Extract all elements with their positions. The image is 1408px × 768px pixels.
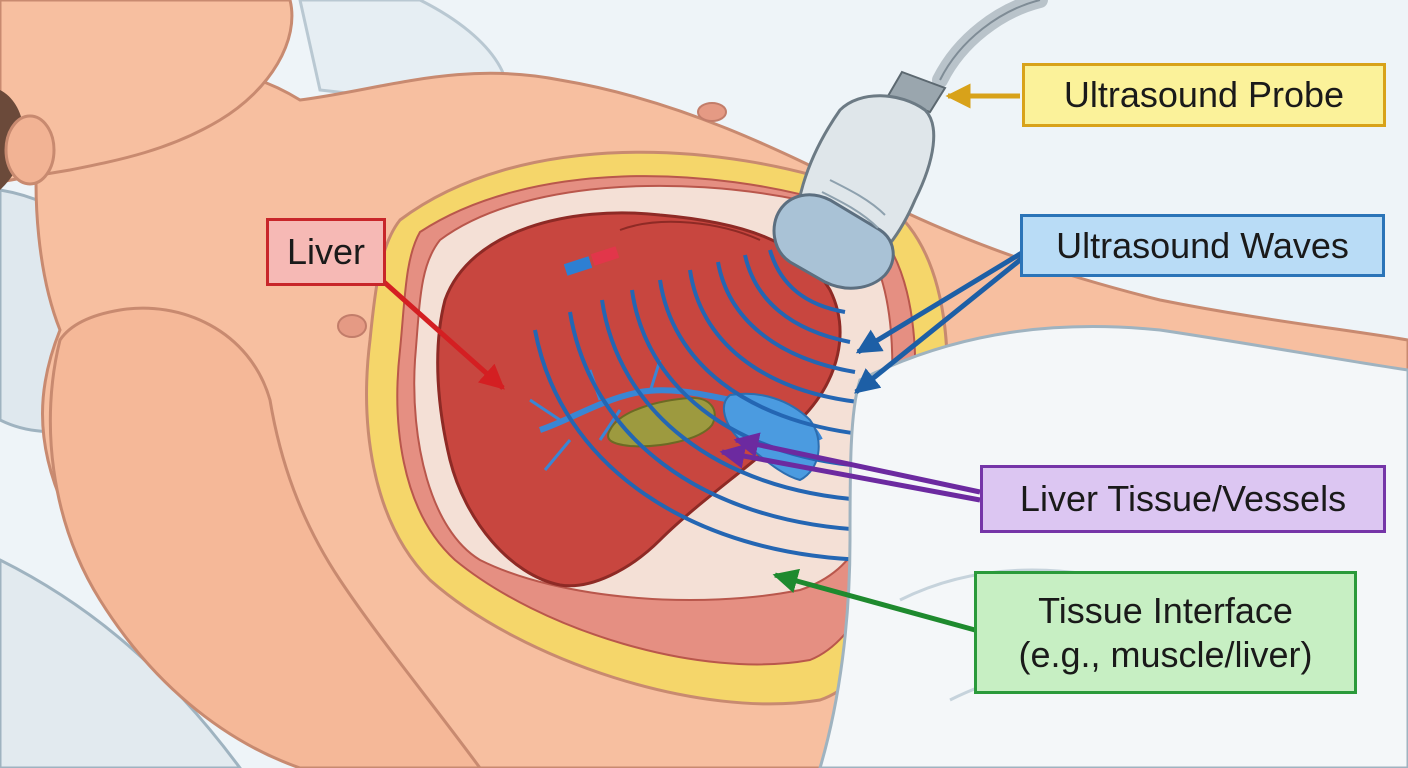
tissue-arrow-2 (719, 443, 981, 503)
ear (4, 114, 56, 186)
label-liver-tissue-vessels: Liver Tissue/Vessels (980, 465, 1386, 533)
nipple-left (337, 314, 367, 338)
bed-sheet (818, 325, 1408, 768)
waves-arrow-2 (854, 250, 1032, 394)
label-tissue-interface: Tissue Interface (e.g., muscle/liver) (974, 571, 1357, 694)
gallbladder (607, 396, 716, 448)
label-ultrasound-probe: Ultrasound Probe (1022, 63, 1386, 127)
interface-arrow (772, 568, 976, 633)
tissue-arrow-1 (733, 432, 981, 495)
bed-sheet-left (0, 558, 242, 768)
label-ultrasound-waves: Ultrasound Waves (1020, 214, 1385, 277)
nipple-right (697, 102, 727, 122)
waves-arrow-1 (855, 245, 1032, 355)
probe-head (772, 193, 895, 290)
label-liver: Liver (266, 218, 386, 286)
liver-arrow (382, 280, 505, 390)
ultrasound-probe-icon (772, 0, 1048, 290)
vessel-blue-marker (563, 256, 593, 276)
vessel-red-marker (590, 246, 620, 266)
arm (48, 306, 482, 768)
